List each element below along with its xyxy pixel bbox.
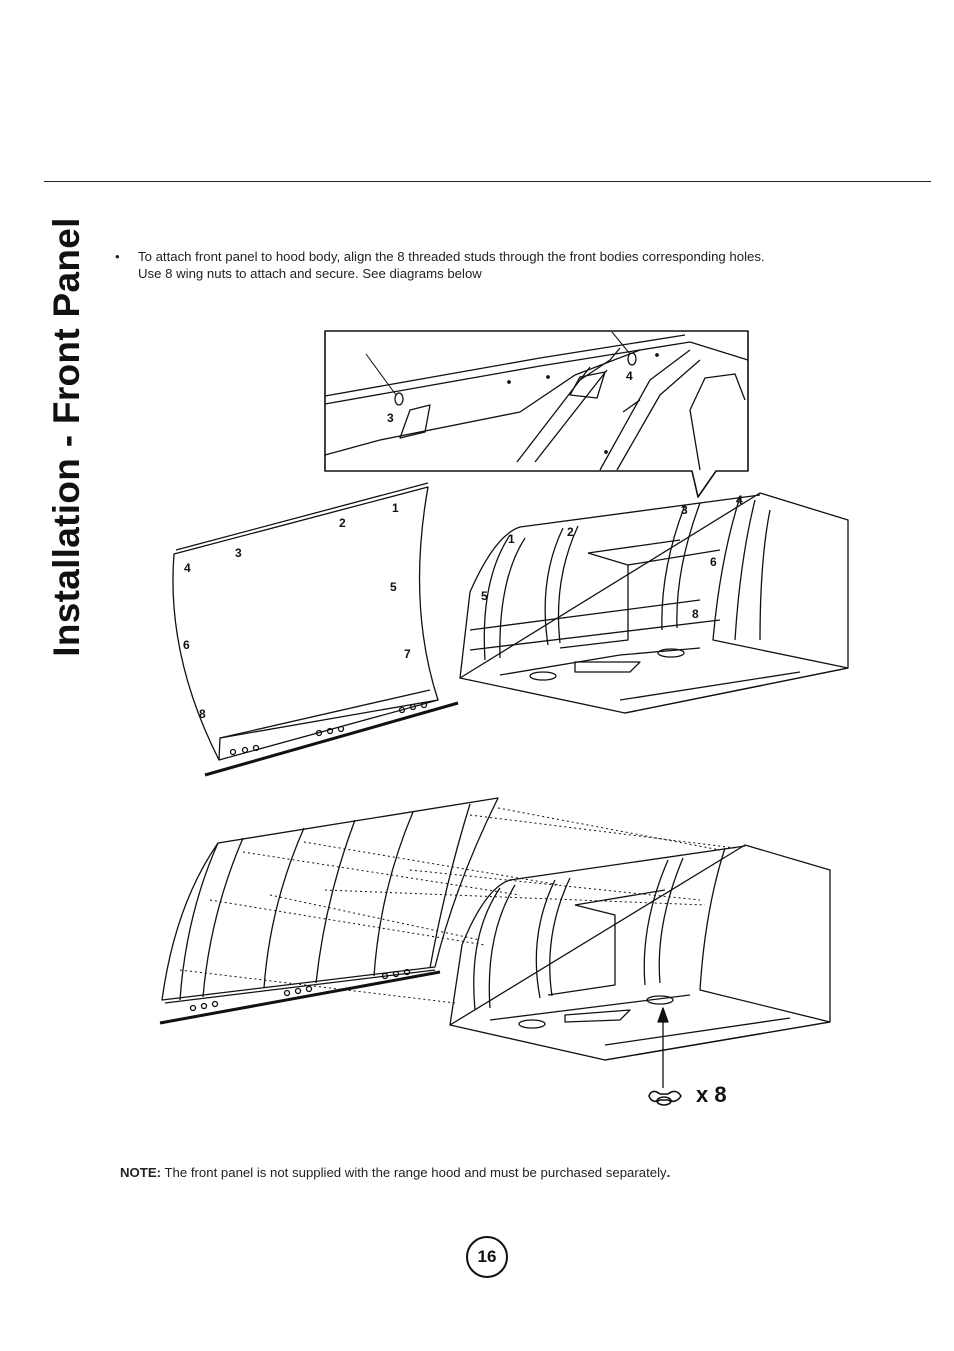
instruction-line-1: To attach front panel to hood body, alig… [138,249,765,264]
panel-label-1: 1 [392,501,399,515]
hood-label-5: 5 [481,589,488,603]
callout-label-3: 3 [387,411,394,425]
header-rule [44,181,931,182]
panel-label-8: 8 [199,707,206,721]
note: NOTE: The front panel is not supplied wi… [120,1165,670,1180]
detail-callout [324,330,749,498]
callout-label-4: 4 [626,369,633,383]
panel-label-6: 6 [183,638,190,652]
hood-body-drawing [459,492,849,714]
panel-label-4: 4 [184,561,191,575]
alignment-lines [179,807,736,1004]
front-panel-drawing [172,482,459,777]
wing-nut-icon [648,1090,682,1106]
arrow-icon [657,1007,669,1088]
note-end: . [666,1165,671,1180]
panel-label-2: 2 [339,516,346,530]
note-label: NOTE: [120,1165,162,1180]
hood-label-2: 2 [567,525,574,539]
instruction-text: To attach front panel to hood body, alig… [138,248,858,282]
hood-label-3: 3 [681,503,688,517]
hood-body-bottom-drawing [449,844,831,1061]
panel-label-7: 7 [404,647,411,661]
bullet-marker: • [115,249,120,264]
hood-label-8: 8 [692,607,699,621]
panel-label-3: 3 [235,546,242,560]
panel-label-5: 5 [390,580,397,594]
curved-panel-drawing [159,797,499,1025]
page-number: 16 [466,1236,508,1278]
instruction-line-2: Use 8 wing nuts to attach and secure. Se… [138,266,482,281]
quantity-label: x 8 [696,1082,727,1107]
hood-label-6: 6 [710,555,717,569]
note-text: The front panel is not supplied with the… [161,1165,667,1180]
hood-label-4: 4 [736,493,743,507]
hood-label-1: 1 [508,532,515,546]
